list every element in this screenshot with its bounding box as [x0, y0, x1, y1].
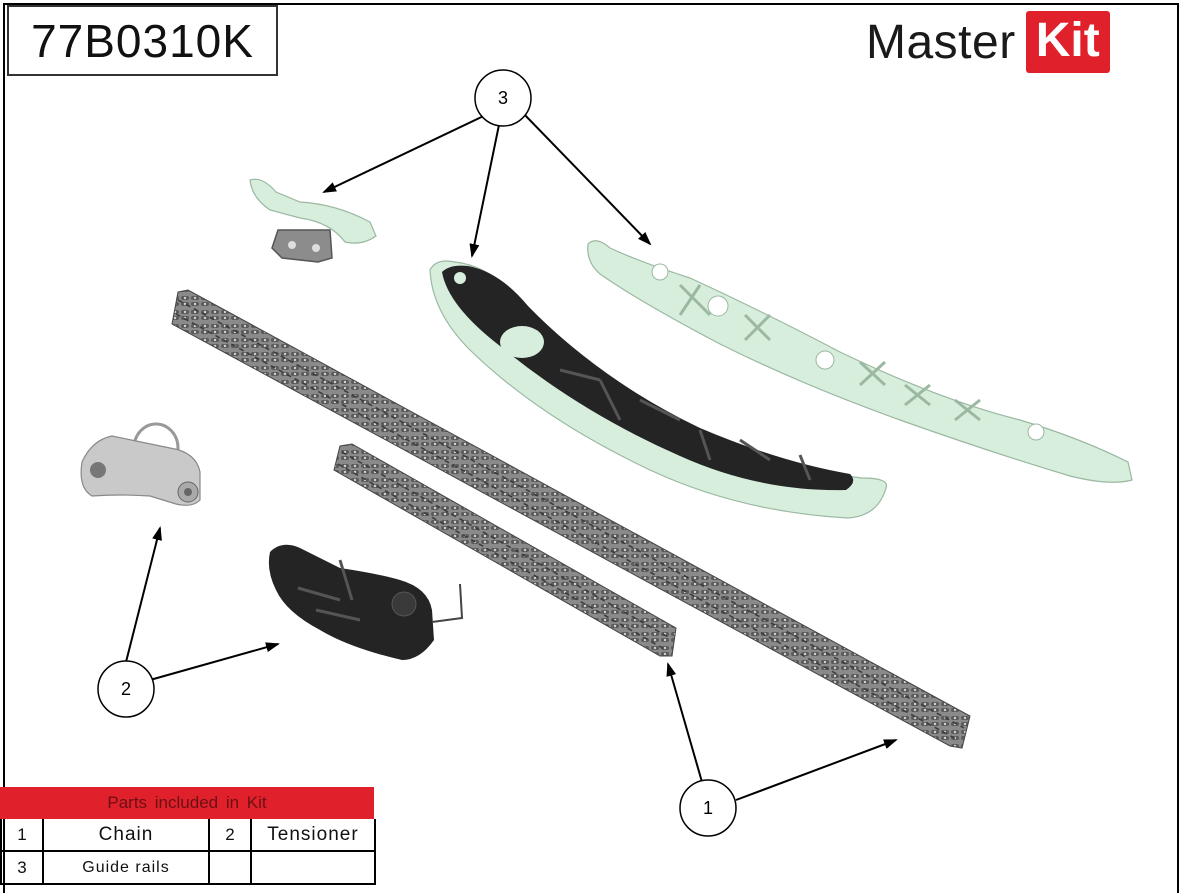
callout-2-arrow-tensioner [125, 526, 162, 663]
brand-kit-badge: Kit [1025, 11, 1110, 73]
callout-3-arrow-small-rail [322, 111, 493, 193]
callout-3-arrow-curved-rail [469, 119, 501, 258]
parts-table-title: Parts included in Kit [0, 787, 374, 819]
parts-row-1-num-a: 1 [2, 819, 44, 852]
callout-2-label: 2 [121, 679, 131, 699]
callout-3-arrow-long-rail [521, 111, 652, 246]
callout-1-label: 1 [703, 798, 713, 818]
parts-row-1-num-b: 2 [210, 819, 252, 852]
brand-word: Master [866, 15, 1016, 69]
long-guide-rail [587, 240, 1133, 483]
parts-row-2-num-a: 3 [2, 852, 44, 885]
short-chain [333, 443, 677, 657]
brand-logo: Master Kit [866, 7, 1110, 77]
callout-3: 3 [322, 69, 652, 258]
small-guide-rail [249, 178, 377, 263]
parts-row-2-num-b [210, 852, 252, 885]
parts-table: Parts included in Kit 1 Chain 2 Tensione… [0, 787, 376, 885]
parts-row-1-name-b: Tensioner [252, 819, 376, 852]
parts-row-2-name-b [252, 852, 376, 885]
callout-2-arrow-guide [149, 642, 280, 681]
callout-1-arrow-short-chain [666, 662, 703, 783]
tensioner-guide [268, 544, 464, 660]
callout-3-label: 3 [498, 88, 508, 108]
callout-1: 1 [666, 662, 898, 837]
part-number-box: 77B0310K [7, 5, 278, 76]
tensioner [80, 422, 201, 506]
page-frame [3, 3, 1179, 893]
parts-row-2-name-a: Guide rails [44, 852, 210, 885]
curved-guide-rail [429, 260, 888, 519]
callout-1-arrow-long-chain [735, 739, 898, 801]
part-number: 77B0310K [31, 14, 254, 67]
long-chain [171, 289, 971, 749]
callout-2: 2 [97, 526, 280, 718]
parts-row-1-name-a: Chain [44, 819, 210, 852]
parts-table-grid: 1 Chain 2 Tensioner 3 Guide rails [0, 819, 376, 885]
